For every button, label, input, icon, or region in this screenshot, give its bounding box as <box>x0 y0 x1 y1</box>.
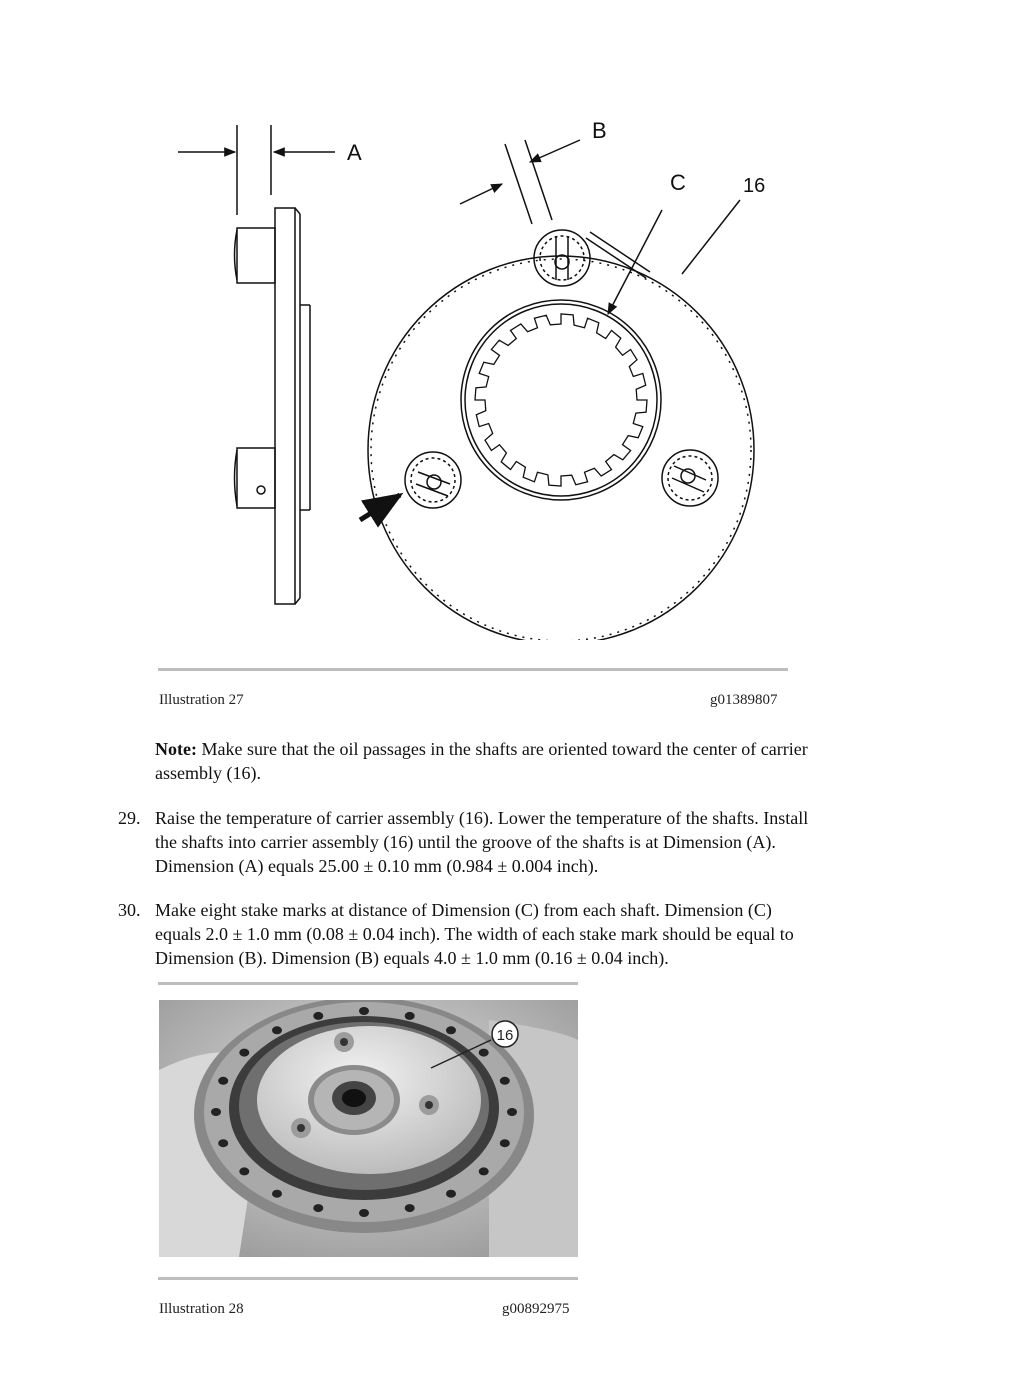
bolt-hole <box>239 1048 250 1057</box>
illustration-28-photo: 16 <box>159 1000 578 1257</box>
bolt-hole <box>499 1139 510 1148</box>
bolt-hole <box>218 1139 229 1148</box>
bolt-hole <box>478 1167 489 1176</box>
callout-b: B <box>592 118 607 143</box>
step-30-line-3: Dimension (B). Dimension (B) equals 4.0 … <box>155 948 669 968</box>
caption-rule <box>158 668 788 671</box>
bolt-hole <box>218 1076 229 1085</box>
bolt-hole <box>359 1209 369 1217</box>
illustration-28-id: g00892975 <box>502 1301 570 1317</box>
bolt-hole <box>478 1048 489 1057</box>
step-30-line-1: Make eight stake marks at distance of Di… <box>155 900 772 920</box>
step-30-number: 30. <box>118 900 141 920</box>
bolt-hole <box>404 1011 415 1020</box>
bolt-hole <box>359 1007 369 1015</box>
step-30-line-2: equals 2.0 ± 1.0 mm (0.08 ± 0.04 inch). … <box>155 924 794 944</box>
step-29-number: 29. <box>118 808 141 828</box>
callout-c: C <box>670 170 686 195</box>
bolt-hole <box>499 1076 510 1085</box>
step-29-line-1: Raise the temperature of carrier assembl… <box>155 808 809 828</box>
note-text: Make sure that the oil passages in the s… <box>201 739 808 759</box>
callout-a: A <box>347 140 362 165</box>
step-30-text: Make eight stake marks at distance of Di… <box>155 898 945 970</box>
bolt-hole <box>313 1011 324 1020</box>
bolt-hole <box>404 1204 415 1213</box>
illustration-27-id: g01389807 <box>710 692 778 708</box>
illustration-27-label: Illustration 27 <box>159 692 244 708</box>
illustration-28-label: Illustration 28 <box>159 1301 244 1317</box>
bolt-hole <box>446 1026 456 1035</box>
carrier-side-view <box>178 125 335 605</box>
photo-top-rule <box>158 982 578 985</box>
bolt-hole <box>272 1189 282 1198</box>
photo-bottom-rule <box>158 1277 578 1280</box>
callout-16: 16 <box>743 175 765 197</box>
bolt-hole <box>313 1204 324 1213</box>
step-29-line-3: Dimension (A) equals 25.00 ± 0.10 mm (0.… <box>155 856 599 876</box>
illustration-27-diagram: A B C 16 <box>178 118 765 640</box>
note-label: Note: <box>155 739 197 759</box>
photo-callout-16: 16 <box>497 1027 514 1044</box>
carrier-front-view <box>358 139 755 640</box>
bolt-hole <box>272 1026 282 1035</box>
step-29-text: Raise the temperature of carrier assembl… <box>155 806 945 878</box>
bolt-hole <box>507 1108 517 1116</box>
bolt-hole <box>239 1167 250 1176</box>
note-text-2: assembly (16). <box>155 763 261 783</box>
step-29-line-2: the shafts into carrier assembly (16) un… <box>155 832 776 852</box>
bolt-hole <box>211 1108 221 1116</box>
bolt-hole <box>446 1189 456 1198</box>
note-paragraph: Note: Make sure that the oil passages in… <box>155 737 935 785</box>
